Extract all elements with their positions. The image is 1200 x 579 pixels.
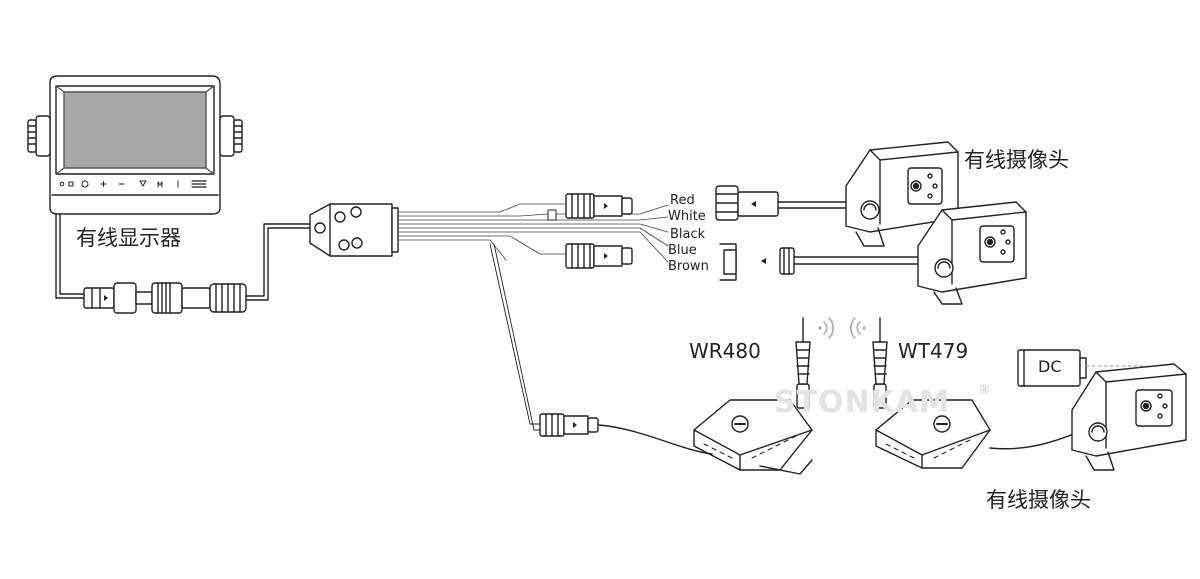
- connector-icon: [83, 282, 247, 314]
- wire-label-black: Black: [670, 227, 706, 242]
- wire-label-brown: Brown: [668, 259, 709, 274]
- camera-icon: [845, 141, 959, 247]
- connector-icon: [719, 243, 931, 281]
- monitor-label: 有线显示器: [76, 226, 181, 250]
- monitor-icon: [27, 75, 243, 215]
- connector-icon: [715, 185, 851, 221]
- registered-mark: ®: [978, 383, 991, 398]
- wire-label-red: Red: [670, 193, 695, 208]
- receiver-icon: [693, 399, 813, 475]
- transmitter-icon: [875, 399, 991, 469]
- connector-icon: [539, 413, 599, 437]
- receiver-model-label: WR480: [689, 339, 761, 363]
- connector-icon: [565, 243, 633, 269]
- splitter-box-icon: [309, 203, 399, 257]
- camera-wired-label-1: 有线摄像头: [964, 148, 1069, 172]
- dc-power-icon: [1017, 349, 1149, 387]
- connector-icon: [565, 193, 633, 219]
- wire-label-white: White: [668, 209, 706, 224]
- camera-wired-label-2: 有线摄像头: [986, 488, 1091, 512]
- transmitter-model-label: WT479: [898, 339, 969, 363]
- camera-icon: [917, 201, 1027, 305]
- antenna-icon: [872, 317, 888, 409]
- antenna-icon: [795, 317, 811, 409]
- wire-label-blue: Blue: [668, 243, 697, 258]
- camera-icon: [1071, 363, 1187, 471]
- wireless-signal-icon: [818, 317, 866, 339]
- watermark: STONKAM: [774, 385, 950, 420]
- dc-label: DC: [1038, 357, 1062, 376]
